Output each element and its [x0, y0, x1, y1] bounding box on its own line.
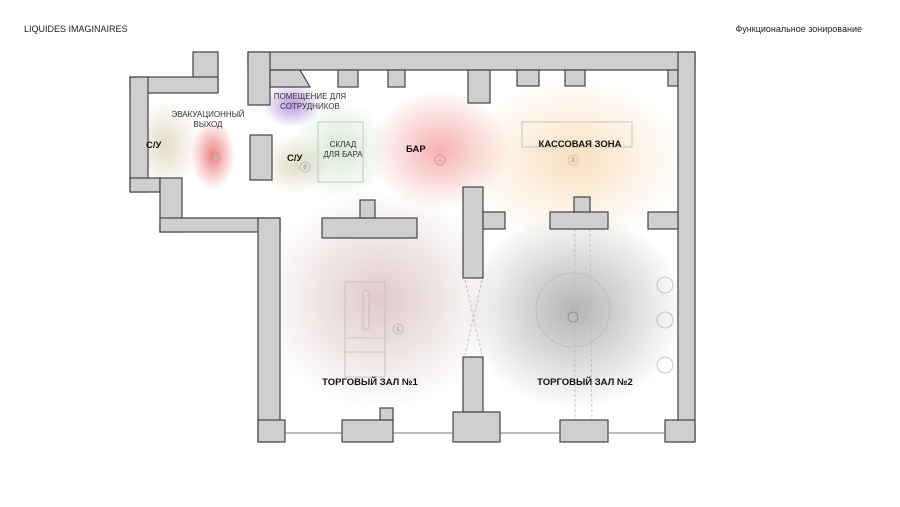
zone-markers: 1 2 3 4 6 8 — [209, 152, 579, 335]
zone-hall1-glow — [260, 190, 500, 410]
zone-label-hall2: ТОРГОВЫЙ ЗАЛ №2 — [537, 377, 633, 388]
zone-exit-glow — [191, 120, 235, 190]
marker-8 — [209, 152, 221, 164]
zone-label-staff: ПОМЕЩЕНИЕ ДЛЯ СОТРУДНИКОВ — [273, 92, 347, 111]
zone-label-exit: ЭВАКУАЦИОННЫЙ ВЫХОД — [171, 110, 245, 129]
zone-label-wc2: С/У — [287, 153, 303, 164]
marker-3 — [567, 154, 579, 166]
brand-title: LIQUIDES IMAGINAIRES — [24, 24, 128, 34]
marker-4 — [434, 154, 446, 166]
page-title: Функциональное зонирование — [735, 24, 862, 34]
marker-number: 3 — [571, 158, 575, 164]
walls — [129, 51, 696, 443]
zone-label-hall1: ТОРГОВЫЙ ЗАЛ №1 — [322, 377, 418, 388]
zone-label-wc1: С/У — [146, 140, 162, 151]
marker-number: 1 — [396, 327, 400, 333]
zone-staff-glow — [262, 83, 322, 127]
marker-number: 4 — [438, 158, 442, 164]
zone-label-bar: БАР — [406, 144, 426, 155]
marker-6 — [299, 161, 311, 173]
zone-cash-glow — [465, 80, 685, 240]
furniture — [317, 121, 674, 421]
marker-1 — [392, 323, 404, 335]
zone-wc2-glow — [260, 135, 330, 195]
marker-2 — [567, 311, 579, 323]
zone-bar-glow — [370, 90, 510, 210]
marker-number: 2 — [571, 315, 575, 321]
zone-label-cash: КАССОВАЯ ЗОНА — [538, 139, 622, 150]
zone-label-storage: СКЛАД ДЛЯ БАРА — [323, 140, 363, 159]
marker-number: 8 — [213, 156, 217, 162]
marker-number: 6 — [303, 165, 307, 171]
